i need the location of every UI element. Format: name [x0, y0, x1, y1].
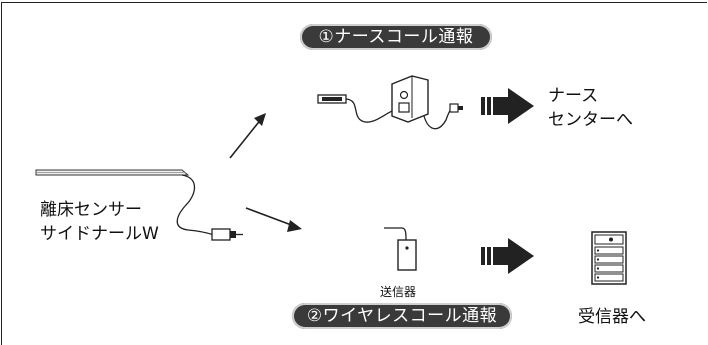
bold-arrow-nurse-icon [481, 88, 534, 124]
bold-arrow-receiver-icon [481, 238, 534, 274]
nurse-call-cable-left [345, 98, 399, 123]
sensor-label-line1: 離床センサー [40, 200, 142, 220]
arrow-up-right-icon [229, 113, 266, 159]
sensor-mat-icon [35, 169, 190, 176]
receiver-icon [591, 231, 627, 285]
sensor-label-line2: サイドナールW [40, 224, 159, 244]
sensor-cable [176, 174, 215, 236]
nurse-call-plug-icon [317, 94, 347, 104]
receiver-label: 受信器へ [578, 307, 646, 327]
transmitter-icon [384, 227, 417, 271]
nurse-center-line2: センターへ [548, 110, 633, 130]
transmitter-label: 送信器 [380, 285, 417, 299]
nurse-center-line1: ナース [548, 86, 599, 106]
nurse-call-jack-icon [449, 103, 463, 113]
adapter-box-icon [391, 75, 429, 123]
connector-plug-icon [211, 228, 243, 241]
nurse-call-title: ①ナースコール通報 [300, 24, 492, 50]
nurse-center-label: ナース センターへ [548, 84, 633, 132]
arrow-down-right-icon [245, 207, 302, 232]
sensor-label: 離床センサー サイドナールW [40, 198, 159, 246]
wireless-call-title: ②ワイヤレスコール通報 [292, 303, 512, 329]
